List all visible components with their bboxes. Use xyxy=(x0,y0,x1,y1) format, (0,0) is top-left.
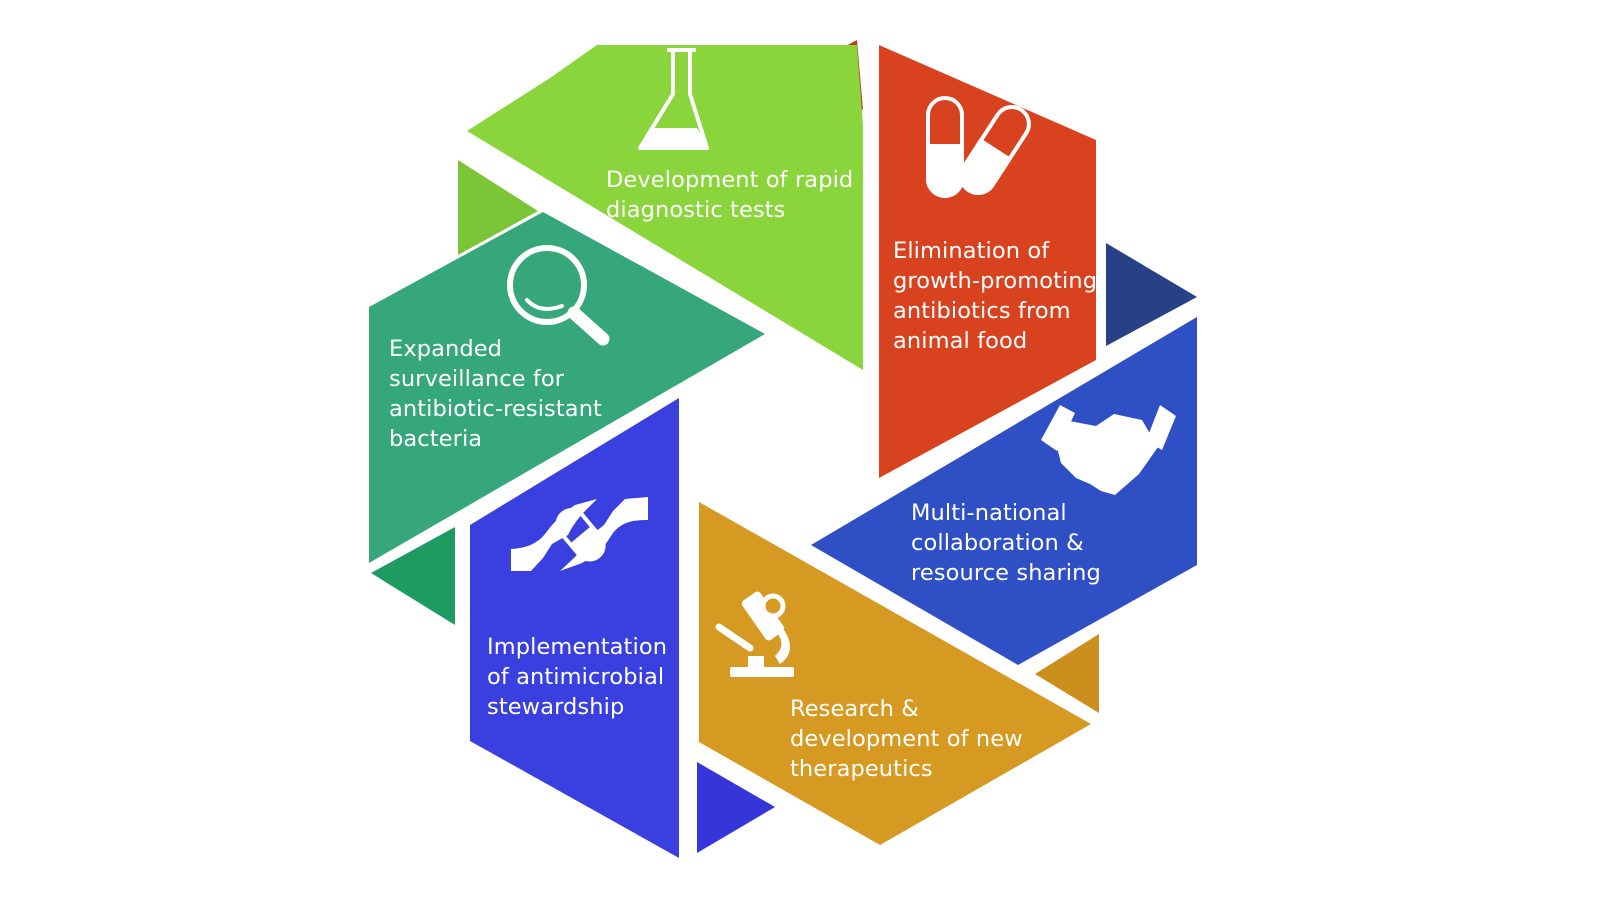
segment-label-research: Research & development of new therapeuti… xyxy=(790,696,1023,782)
capsules-icon xyxy=(926,96,1031,198)
segment-label-growth-promoters: Elimination of growth-promoting antibiot… xyxy=(893,238,1098,354)
segment-label-diagnostics: Development of rapid diagnostic tests xyxy=(606,167,854,223)
accent-triangle-indigo xyxy=(697,762,775,853)
segment-blue xyxy=(811,317,1197,665)
accent-triangle-gold xyxy=(1035,634,1099,713)
segment-green xyxy=(467,45,863,370)
segment-label-surveillance: Expanded surveillance for antibiotic-res… xyxy=(389,336,602,452)
segment-label-collaboration: Multi-national collaboration & resource … xyxy=(911,500,1101,586)
segment-gold xyxy=(699,502,1091,845)
magnifier-icon xyxy=(507,245,610,346)
flask-icon xyxy=(638,48,709,150)
microscope-icon xyxy=(715,591,794,677)
accent-triangle-teal xyxy=(371,527,455,625)
accent-triangle-navy xyxy=(1106,243,1197,346)
hands-pill-icon xyxy=(511,497,648,571)
accent-triangle-green xyxy=(458,160,538,255)
segment-teal xyxy=(369,212,765,563)
handshake-icon xyxy=(1041,405,1176,495)
segment-label-stewardship: Implementation of antimicrobial stewards… xyxy=(487,634,668,720)
